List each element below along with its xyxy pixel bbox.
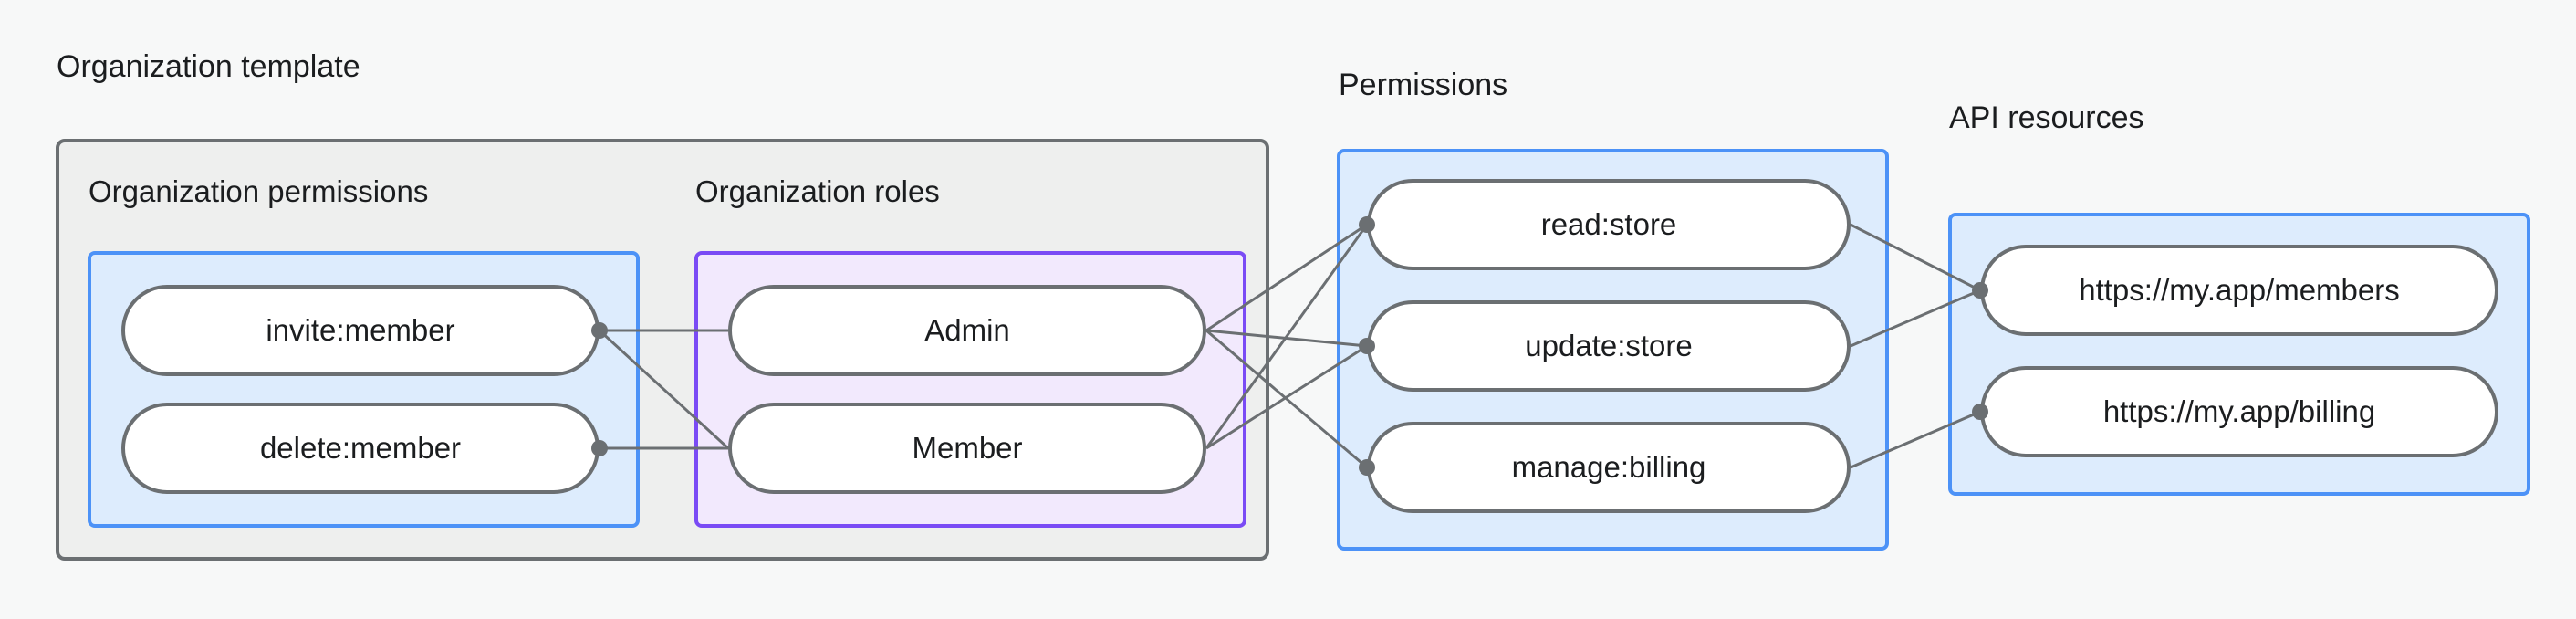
node-admin-label: Admin <box>924 313 1010 347</box>
port-dot-members-url-in <box>1972 282 1988 299</box>
node-manage-billing-label: manage:billing <box>1511 450 1706 484</box>
node-invite-member[interactable]: invite:member <box>121 285 600 376</box>
port-dot-read-store-in <box>1359 216 1375 233</box>
organization-roles-title: Organization roles <box>695 174 940 208</box>
node-update-store[interactable]: update:store <box>1367 300 1851 392</box>
node-invite-member-label: invite:member <box>266 313 455 347</box>
node-member[interactable]: Member <box>728 403 1206 494</box>
api-resources-title: API resources <box>1949 100 2144 135</box>
port-dot-manage-billing-in <box>1359 459 1375 476</box>
node-admin[interactable]: Admin <box>728 285 1206 376</box>
organization-permissions-title: Organization permissions <box>89 174 429 208</box>
node-members-url-label: https://my.app/members <box>2079 273 2400 307</box>
organization-template-title: Organization template <box>57 49 360 84</box>
port-dot-delete-member <box>591 440 608 456</box>
node-member-label: Member <box>912 431 1023 465</box>
port-dot-update-store-in <box>1359 338 1375 354</box>
node-billing-url-label: https://my.app/billing <box>2102 394 2376 428</box>
node-manage-billing[interactable]: manage:billing <box>1367 422 1851 513</box>
port-dot-billing-url-in <box>1972 404 1988 420</box>
node-update-store-label: update:store <box>1525 329 1693 362</box>
permissions-title: Permissions <box>1339 68 1508 102</box>
node-delete-member-label: delete:member <box>259 431 462 465</box>
node-members-url[interactable]: https://my.app/members <box>1980 245 2498 336</box>
node-read-store-label: read:store <box>1540 207 1677 241</box>
node-billing-url[interactable]: https://my.app/billing <box>1980 366 2498 457</box>
node-delete-member[interactable]: delete:member <box>121 403 600 494</box>
port-dot-invite-member <box>591 322 608 339</box>
node-read-store[interactable]: read:store <box>1367 179 1851 270</box>
